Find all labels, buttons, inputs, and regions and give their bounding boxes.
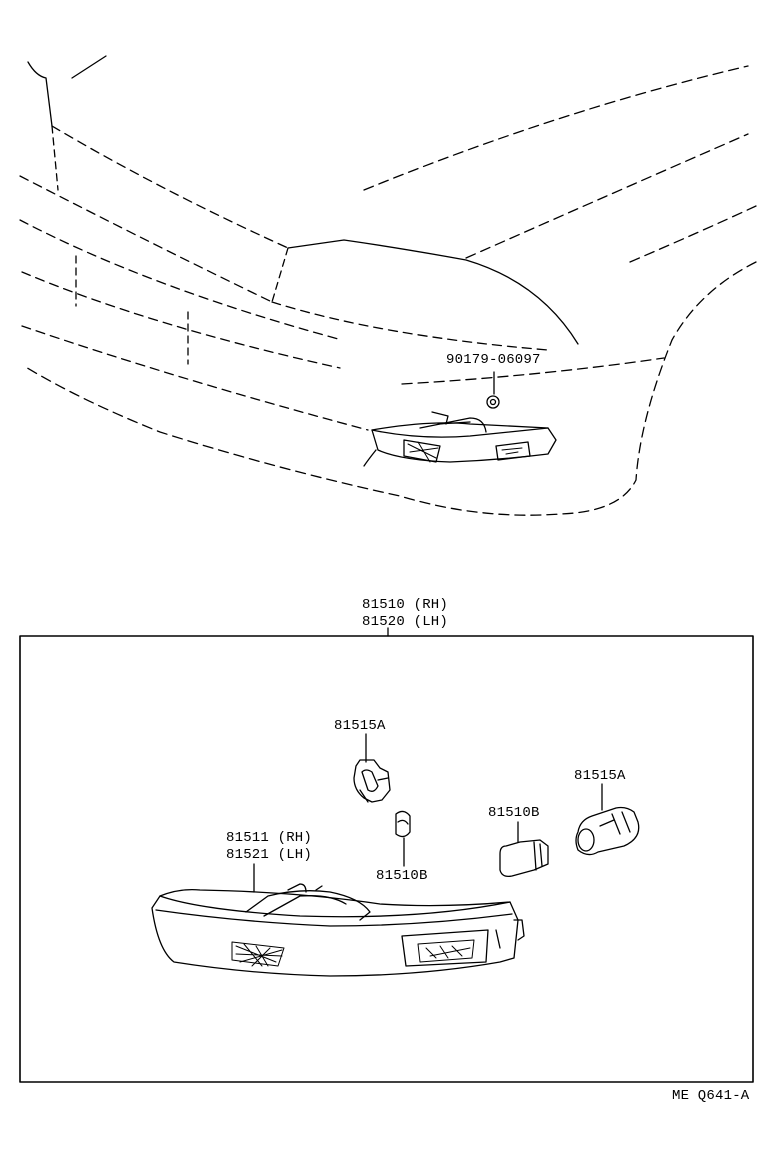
clip-part-label: 90179-06097 — [446, 352, 541, 368]
bulb-small — [395, 810, 411, 867]
assembly-rh-label: 81510 (RH) — [362, 597, 449, 613]
bulb-right-label: 81510B — [488, 805, 540, 821]
bulb-right — [499, 821, 549, 878]
lens-lh-label: 81521 (LH) — [226, 847, 313, 863]
car-body-outline — [19, 55, 757, 516]
socket-right-label: 81515A — [574, 768, 626, 784]
clip-90179-06097 — [486, 371, 500, 409]
lens-rh-label: 81511 (RH) — [226, 830, 313, 846]
figure-code-label: ME Q641-A — [672, 1088, 750, 1104]
socket-upper — [353, 733, 391, 803]
bulb-small-label: 81510B — [376, 868, 428, 884]
lamp-lens — [151, 883, 525, 977]
installed-lamp — [363, 411, 557, 467]
exploded-view-frame — [19, 635, 754, 1083]
socket-upper-label: 81515A — [334, 718, 386, 734]
assembly-lh-label: 81520 (LH) — [362, 614, 449, 630]
socket-right — [575, 783, 640, 856]
